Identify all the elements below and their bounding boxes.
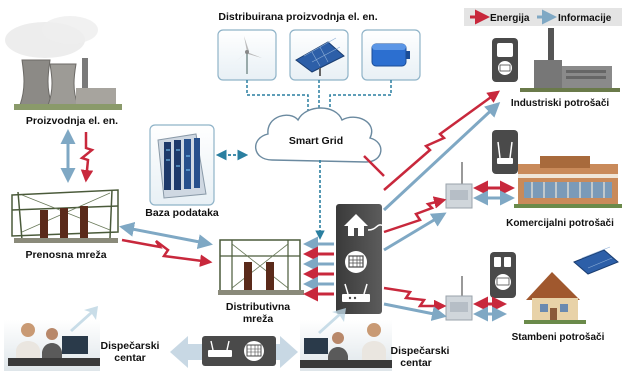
legend-info-label: Informacije [558, 13, 612, 24]
power-plant-icon [14, 58, 122, 110]
plant-transmission-energy-arrow [79, 132, 95, 183]
cloud-energy-link [363, 155, 385, 177]
transmission-label: Prenosna mreža [25, 249, 106, 261]
legend-energy-label: Energija [490, 13, 530, 24]
battery-icon [371, 43, 410, 67]
generation-label: Proizvodnja el. en. [26, 115, 118, 127]
operator-icon [8, 323, 100, 366]
pole-meter-icon [445, 276, 473, 321]
battery-box [361, 29, 421, 81]
meter-icon [492, 38, 518, 82]
smart-grid-label: Smart Grid [289, 135, 343, 147]
distribution-substation [218, 239, 304, 295]
solar-panel-icon [295, 37, 345, 76]
solar-panel-icon [573, 246, 619, 275]
distributed-generation-label: Distribuirana proizvodnja el. en. [218, 11, 377, 23]
dispatch-left-label-line1: Dispečarski [101, 340, 160, 352]
residential-label: Stambeni potrošači [512, 332, 605, 343]
residential-house-icon [524, 272, 586, 324]
substation-icon [11, 189, 119, 243]
server-icon [157, 133, 207, 199]
commercial-consumer [445, 130, 622, 209]
router-icon [342, 283, 370, 302]
database-label: Baza podataka [145, 207, 219, 219]
distribution-label-line1: Distributivna [226, 301, 290, 313]
house-icon [344, 214, 385, 236]
transmission-distribution-info-arrow [119, 221, 213, 250]
cloud-icon [255, 107, 382, 163]
factory-icon [520, 28, 620, 92]
dispatch-right-label-line1: Dispečarski [391, 345, 450, 357]
dispatch-left-label-line2: centar [114, 352, 146, 364]
hub-distribution-arrows [303, 236, 334, 302]
dispatch-link [170, 336, 298, 368]
router-icon [492, 130, 518, 174]
router-icon [208, 340, 232, 357]
meter-icon [345, 251, 367, 273]
database-box [149, 124, 215, 206]
hub-residential-info-arrow [383, 302, 447, 322]
office-building-icon [514, 156, 622, 208]
operator-icon [300, 323, 392, 368]
dispatch-right-label-line2: centar [400, 357, 432, 369]
solar-panel-box [289, 29, 349, 81]
hub-commercial-info-arrow [383, 212, 447, 252]
industrial-label: Industriski potrošači [511, 98, 610, 109]
transmission-distribution-energy-arrow [121, 238, 213, 267]
dispatch-center-left [4, 306, 100, 371]
dg-info-links [246, 80, 392, 112]
meter-icon [244, 341, 264, 361]
industrial-consumer [492, 28, 620, 92]
residential-consumer [445, 246, 619, 324]
hub-commercial-energy-arrow [383, 196, 447, 234]
meter-icon [490, 252, 516, 298]
power-plant-image [5, 16, 122, 110]
hub-industrial-energy-arrow [383, 90, 501, 191]
commercial-label: Komercijalni potrošači [506, 218, 614, 229]
hub-residential-energy-arrow [383, 286, 447, 313]
wind-turbine-box [217, 29, 277, 81]
central-hub [336, 204, 385, 314]
distribution-label-line2: mreža [243, 313, 274, 325]
pole-meter-icon [445, 162, 473, 209]
wind-turbine-icon [235, 36, 262, 74]
dispatch-center-right [300, 308, 392, 371]
hub-industrial-info-arrow [382, 101, 501, 212]
legend: Energija Informacije [464, 8, 622, 26]
